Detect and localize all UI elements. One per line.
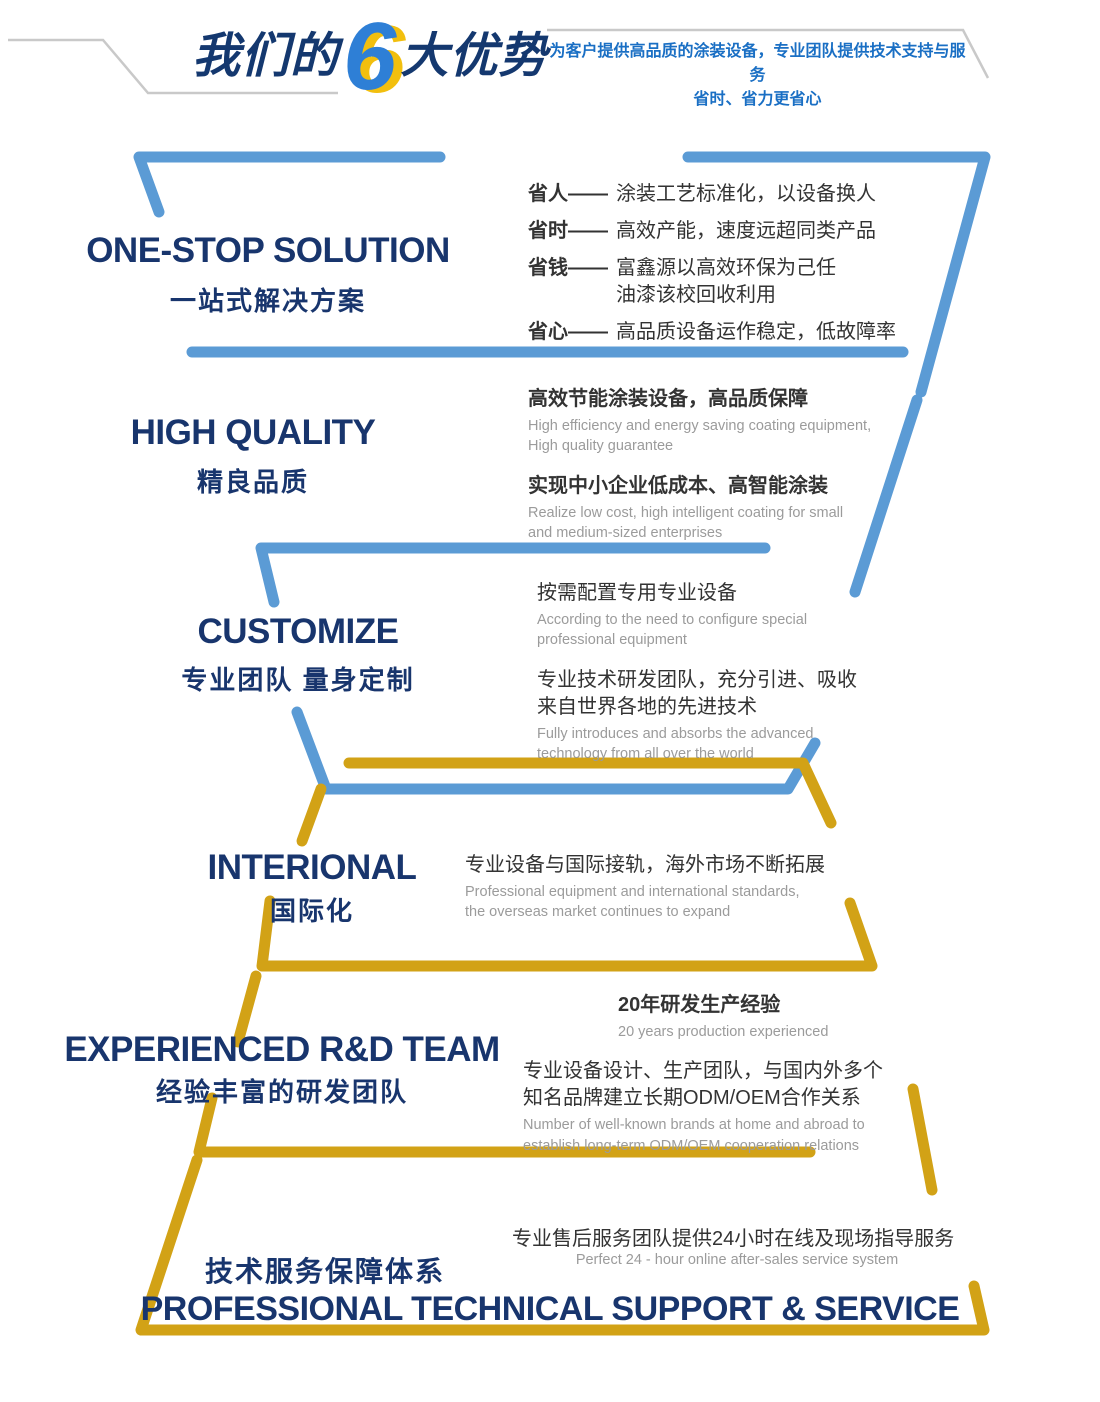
section-quality-subtitle: 精良品质 bbox=[196, 467, 309, 497]
section-support-title: PROFESSIONAL TECHNICAL SUPPORT & SERVICE bbox=[140, 1290, 960, 1328]
point-en: According to the need to configure speci… bbox=[537, 612, 808, 649]
section-support-point-en: Perfect 24 - hour online after-sales ser… bbox=[575, 1252, 899, 1268]
section-customize-points: 按需配置专用专业设备 According to the need to conf… bbox=[537, 580, 967, 764]
point-label: 省人—— bbox=[528, 183, 608, 205]
page-title: 我们的 6 大优势 bbox=[192, 2, 548, 110]
banner-line-left bbox=[8, 38, 338, 95]
big-six-numeral: 6 bbox=[343, 2, 397, 110]
point-text: 涂装工艺标准化，以设备换人 bbox=[616, 183, 876, 205]
point-label: 省时—— bbox=[528, 220, 608, 242]
gold-line-5 bbox=[193, 1092, 816, 1158]
point-en: High efficiency and energy saving coatin… bbox=[528, 418, 872, 455]
onestop-point: 省时—— 高效产能，速度远超同类产品 bbox=[528, 218, 948, 245]
blue-zigzags bbox=[133, 151, 991, 795]
point-cn: 20年研发生产经验 bbox=[618, 994, 781, 1016]
point-cn: 高效节能涂装设备，高品质保障 bbox=[528, 388, 808, 410]
point-text: 高效产能，速度远超同类产品 bbox=[616, 220, 876, 242]
gold-line-3 bbox=[256, 895, 878, 972]
customize-point: 专业技术研发团队，充分引进、吸收 来自世界各地的先进技术 Fully intro… bbox=[537, 667, 967, 765]
point-cn: 专业设备与国际接轨，海外市场不断拓展 bbox=[465, 854, 825, 876]
rdteam-point: 20年研发生产经验 20 years production experience… bbox=[618, 992, 973, 1042]
point-text: 富鑫源以高效环保为己任 油漆该校回收利用 bbox=[616, 257, 836, 306]
international-point: 专业设备与国际接轨，海外市场不断拓展 Professional equipmen… bbox=[465, 852, 935, 923]
point-en: 20 years production experienced bbox=[618, 1024, 829, 1040]
section-international-points: 专业设备与国际接轨，海外市场不断拓展 Professional equipmen… bbox=[465, 852, 935, 923]
gold-line-1 bbox=[343, 757, 837, 829]
gold-line-6 bbox=[907, 1083, 938, 1196]
gold-zigzags bbox=[135, 757, 990, 1336]
section-onestop-title: ONE-STOP SOLUTION bbox=[86, 231, 450, 270]
section-quality-title: HIGH QUALITY bbox=[130, 413, 376, 452]
point-cn: 专业设备设计、生产团队，与国内外多个 知名品牌建立长期ODM/OEM合作关系 bbox=[523, 1060, 883, 1110]
blue-line-1 bbox=[133, 151, 446, 218]
page-title-prefix: 我们的 bbox=[192, 30, 340, 83]
onestop-point: 省心—— 高品质设备运作稳定，低故障率 bbox=[528, 319, 948, 346]
point-en: Number of well-known brands at home and … bbox=[523, 1117, 865, 1154]
customize-point: 按需配置专用专业设备 According to the need to conf… bbox=[537, 580, 967, 651]
onestop-point: 省人—— 涂装工艺标准化，以设备换人 bbox=[528, 181, 948, 208]
quality-point: 实现中小企业低成本、高智能涂装 Realize low cost, high i… bbox=[528, 473, 958, 544]
point-text: 高品质设备运作稳定，低故障率 bbox=[616, 321, 896, 343]
point-cn: 实现中小企业低成本、高智能涂装 bbox=[528, 474, 828, 497]
point-cn: 专业技术研发团队，充分引进、吸收 来自世界各地的先进技术 bbox=[537, 668, 857, 718]
section-customize-subtitle: 专业团队 量身定制 bbox=[181, 665, 415, 695]
point-en: Fully introduces and absorbs the advance… bbox=[537, 725, 814, 762]
section-rdteam-points: 20年研发生产经验 20 years production experience… bbox=[523, 992, 973, 1156]
point-label: 省心—— bbox=[528, 321, 608, 343]
point-en: Professional equipment and international… bbox=[465, 884, 800, 921]
section-quality-points: 高效节能涂装设备，高品质保障 High efficiency and energ… bbox=[528, 386, 958, 543]
gold-line-4 bbox=[232, 970, 262, 1048]
point-en: Realize low cost, high intelligent coati… bbox=[528, 504, 844, 541]
section-rdteam-subtitle: 经验丰富的研发团队 bbox=[155, 1077, 408, 1107]
quality-point: 高效节能涂装设备，高品质保障 High efficiency and energ… bbox=[528, 386, 958, 457]
blue-line-2 bbox=[682, 151, 991, 398]
section-support-subtitle: 技术服务保障体系 bbox=[205, 1256, 446, 1287]
onestop-point: 省钱—— 富鑫源以高效环保为己任 油漆该校回收利用 bbox=[528, 255, 948, 309]
section-international-subtitle: 国际化 bbox=[269, 896, 354, 926]
point-label: 省钱—— bbox=[528, 257, 608, 279]
gold-line-2 bbox=[296, 783, 327, 847]
page-title-suffix: 大优势 bbox=[400, 30, 548, 83]
section-support-point-cn: 专业售后服务团队提供24小时在线及现场指导服务 bbox=[512, 1228, 955, 1250]
section-onestop-subtitle: 一站式解决方案 bbox=[169, 286, 366, 316]
gold-line-7 bbox=[135, 1154, 990, 1336]
section-rdteam-title: EXPERIENCED R&D TEAM bbox=[64, 1030, 500, 1069]
blue-line-4 bbox=[849, 394, 923, 598]
blue-line-5 bbox=[255, 542, 771, 608]
page-subtitle: 为客户提供高品质的涂装设备，专业团队提供技术支持与服务 省时、省力更省心 bbox=[549, 43, 966, 108]
rdteam-point: 专业设备设计、生产团队，与国内外多个 知名品牌建立长期ODM/OEM合作关系 N… bbox=[523, 1058, 973, 1156]
banner-line-right bbox=[547, 28, 990, 79]
section-onestop-points: 省人—— 涂装工艺标准化，以设备换人 省时—— 高效产能，速度远超同类产品 省钱… bbox=[528, 181, 948, 356]
section-customize-title: CUSTOMIZE bbox=[197, 612, 399, 651]
point-cn: 按需配置专用专业设备 bbox=[537, 582, 737, 604]
section-international-title: INTERIONAL bbox=[207, 848, 417, 887]
